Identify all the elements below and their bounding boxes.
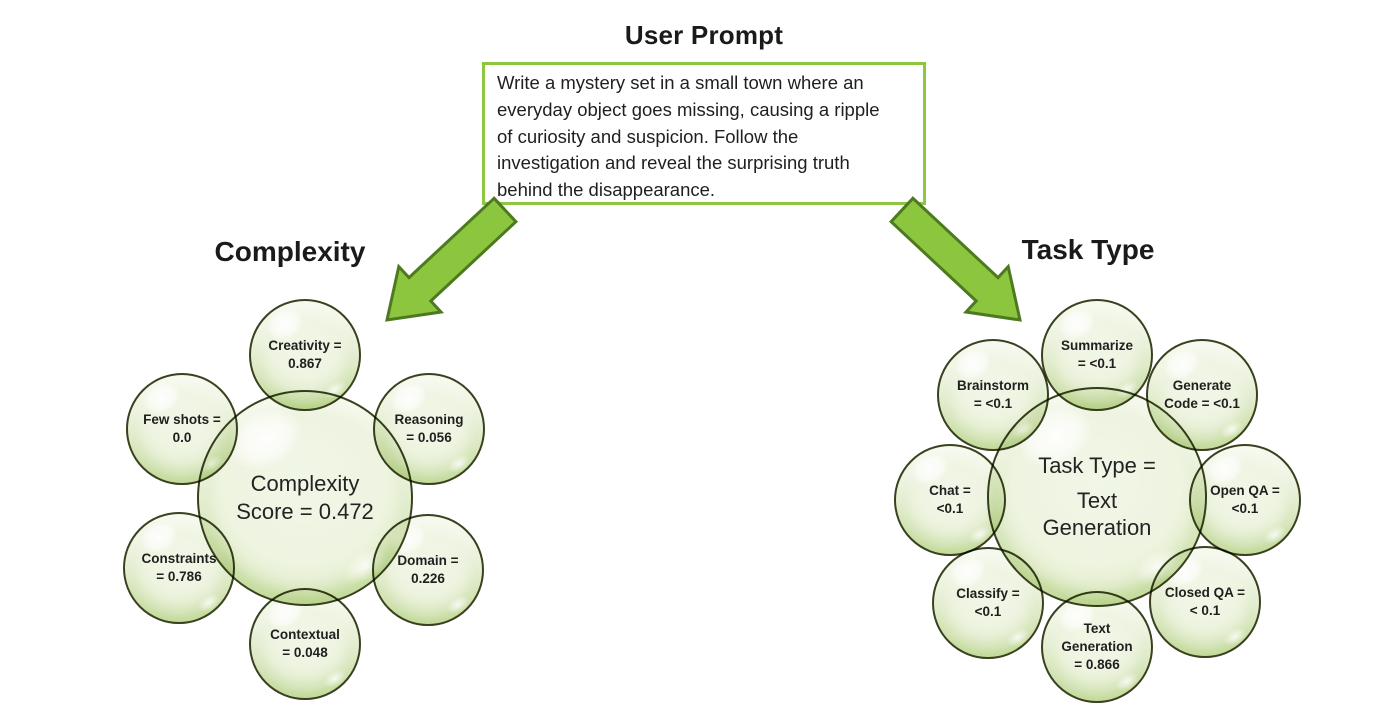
- bubble-line: Constraints: [141, 551, 217, 567]
- task-type-arrow-icon: [888, 196, 1022, 322]
- bubble-line: Generate: [1172, 378, 1232, 394]
- bubble-line: Task Type =: [1038, 452, 1156, 478]
- bubble-line: Score = 0.472: [236, 499, 374, 524]
- task-type-title: Task Type: [1021, 234, 1155, 265]
- bubble-line: Closed QA =: [1164, 585, 1246, 601]
- bubble-brainstorm: Brainstorm = <0.1: [937, 339, 1049, 451]
- bubble-line: = 0.056: [406, 430, 452, 445]
- bubble-line: < 0.1: [1189, 603, 1221, 618]
- bubble-line: = 0.048: [282, 645, 328, 660]
- bubble-line: = 0.786: [156, 569, 202, 584]
- prompt-text-line: behind the disappearance.: [497, 179, 716, 201]
- bubble-line: Classify =: [956, 586, 1020, 602]
- bubble-line: Domain =: [397, 553, 459, 569]
- bubble-line: <0.1: [1231, 501, 1259, 516]
- bubble-line: 0.226: [411, 571, 445, 586]
- bubble-constraints: Constraints = 0.786: [123, 512, 235, 624]
- bubble-line: Contextual: [270, 627, 340, 643]
- bubble-creativity: Creativity = 0.867: [249, 299, 361, 411]
- user-prompt-box: Write a mystery set in a small town wher…: [482, 62, 926, 205]
- bubble-reasoning: Reasoning = 0.056: [373, 373, 485, 485]
- complexity-arrow-icon: [385, 196, 519, 322]
- bubble-text-generation: Text Generation = 0.866: [1041, 591, 1153, 703]
- bubble-line: Code = <0.1: [1164, 396, 1240, 411]
- bubble-chat: Chat = <0.1: [894, 444, 1006, 556]
- page-title: User Prompt: [624, 20, 784, 50]
- bubble-line: = <0.1: [973, 396, 1013, 411]
- bubble-few-shots: Few shots = 0.0: [126, 373, 238, 485]
- bubble-domain: Domain = 0.226: [372, 514, 484, 626]
- prompt-text-line: everyday object goes missing, causing a …: [497, 98, 880, 120]
- bubble-line: 0.867: [288, 356, 322, 371]
- bubble-line: = 0.866: [1074, 656, 1120, 672]
- bubble-line: Chat =: [929, 483, 971, 499]
- bubble-line: Reasoning: [394, 412, 464, 428]
- bubble-open-qa: Open QA = <0.1: [1189, 444, 1301, 556]
- bubble-line: Few shots =: [143, 412, 221, 428]
- bubble-line: <0.1: [974, 604, 1002, 619]
- bubble-line: = <0.1: [1077, 356, 1117, 371]
- bubble-line: Creativity =: [268, 338, 342, 354]
- bubble-line: <0.1: [936, 501, 964, 516]
- bubble-line: Summarize: [1060, 338, 1134, 354]
- bubble-line: Generation: [1042, 515, 1152, 541]
- bubble-classify: Classify = <0.1: [932, 547, 1044, 659]
- complexity-title: Complexity: [214, 236, 366, 267]
- bubble-summarize: Summarize = <0.1: [1041, 299, 1153, 411]
- bubble-closed-qa: Closed QA = < 0.1: [1149, 546, 1261, 658]
- bubble-contextual: Contextual = 0.048: [249, 588, 361, 700]
- prompt-text-line: investigation and reveal the surprising …: [497, 152, 850, 174]
- prompt-text-line: of curiosity and suspicion. Follow the: [497, 125, 799, 147]
- bubble-line: Text: [1076, 487, 1118, 513]
- bubble-line: Open QA =: [1210, 483, 1280, 499]
- bubble-line: 0.0: [172, 430, 192, 445]
- bubble-line: Text: [1083, 621, 1111, 637]
- prompt-text-line: Write a mystery set in a small town wher…: [497, 72, 864, 93]
- bubble-line: Complexity: [250, 471, 360, 497]
- bubble-line: Brainstorm: [956, 378, 1029, 394]
- bubble-line: Generation: [1061, 639, 1133, 655]
- bubble-generate-code: Generate Code = <0.1: [1146, 339, 1258, 451]
